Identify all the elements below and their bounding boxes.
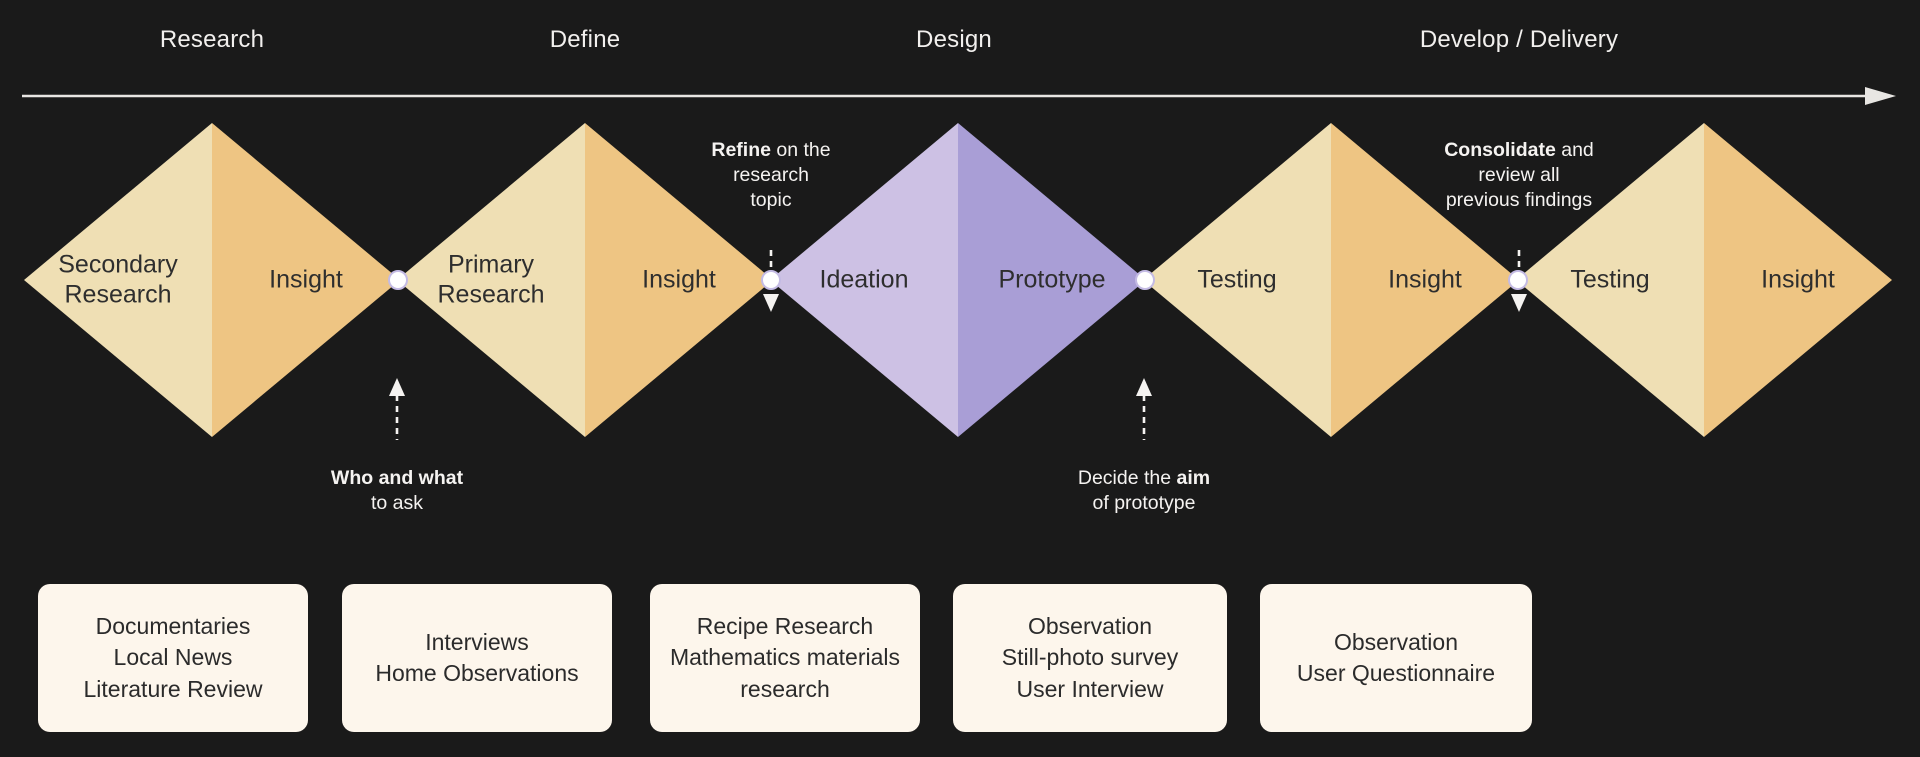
- method-card-text: Observation User Questionnaire: [1296, 628, 1496, 687]
- annotation-emphasis: aim: [1176, 467, 1211, 489]
- timeline-phase-label-research: Research: [159, 26, 265, 53]
- diamond-shape: [24, 123, 400, 437]
- timeline-phase-label-define: Define: [549, 26, 621, 53]
- annotation-line: topic: [711, 188, 830, 213]
- diamond-left-half: [770, 123, 958, 437]
- annotation-arrow-icon: [1136, 378, 1152, 440]
- diamond-shape: [1516, 123, 1892, 437]
- method-card-2[interactable]: Interviews Home Observations: [342, 584, 612, 732]
- annotation-arrow-icon: [389, 378, 405, 440]
- method-card-3[interactable]: Recipe Research Mathematics materials re…: [650, 584, 920, 732]
- connector-node-2: [761, 270, 781, 290]
- annotation-text: previous findings: [1445, 188, 1593, 211]
- annotation-line: Who and what: [331, 466, 463, 491]
- annotation-line: Decide the aim: [1078, 466, 1210, 491]
- timeline-phase-label-develop-delivery: Develop / Delivery: [1419, 26, 1619, 53]
- method-card-row: Documentaries Local News Literature Revi…: [0, 584, 1920, 732]
- annotation-text: to ask: [370, 491, 424, 514]
- connector-node-1: [388, 270, 408, 290]
- annotation-line: research: [711, 163, 830, 188]
- annotation-text: review all: [1478, 163, 1560, 186]
- annotation-text: and: [1555, 139, 1594, 161]
- annotation-text: topic: [750, 188, 792, 211]
- connector-node-4: [1508, 270, 1528, 290]
- diamond-right-half: [1331, 123, 1519, 437]
- diamond-right-half: [585, 123, 773, 437]
- method-card-text: Recipe Research Mathematics materials re…: [669, 612, 901, 702]
- diamond-left-half: [24, 123, 212, 437]
- diamond-left-half: [1516, 123, 1704, 437]
- diamond-shape: [1143, 123, 1519, 437]
- annotation-line: Refine on the: [711, 138, 830, 163]
- annotation-line: of prototype: [1078, 491, 1210, 516]
- diamond-right-half: [212, 123, 400, 437]
- annotation-emphasis: Who and what: [330, 467, 464, 489]
- annotation-line: to ask: [331, 491, 463, 516]
- diamond-shape: [397, 123, 773, 437]
- annotation-text: of prototype: [1092, 491, 1196, 514]
- annotation-line: review all: [1444, 163, 1594, 188]
- timeline-arrow-icon: [22, 87, 1896, 105]
- method-card-1[interactable]: Documentaries Local News Literature Revi…: [38, 584, 308, 732]
- annotation-text: on the: [770, 139, 831, 161]
- timeline-phase-labels: Research Define Design Develop / Delivery: [0, 0, 1920, 70]
- connector-node-3: [1135, 270, 1155, 290]
- method-card-text: Interviews Home Observations: [375, 628, 579, 687]
- diamond-right-half: [958, 123, 1146, 437]
- annotation-text: research: [733, 163, 809, 186]
- diamond-right-half: [1704, 123, 1892, 437]
- annotation-line: Consolidate and: [1444, 138, 1594, 163]
- method-card-text: Observation Still-photo survey User Inte…: [1001, 612, 1179, 702]
- annotation-line: previous findings: [1444, 188, 1594, 213]
- method-card-text: Documentaries Local News Literature Revi…: [83, 612, 263, 702]
- diamond-shape: [770, 123, 1146, 437]
- method-card-5[interactable]: Observation User Questionnaire: [1260, 584, 1532, 732]
- annotation-emphasis: Refine: [711, 139, 771, 161]
- diamond-left-half: [397, 123, 585, 437]
- method-card-4[interactable]: Observation Still-photo survey User Inte…: [953, 584, 1227, 732]
- annotation-text: Decide the: [1077, 467, 1177, 489]
- diamond-left-half: [1143, 123, 1331, 437]
- annotation-emphasis: Consolidate: [1444, 139, 1556, 161]
- timeline-phase-label-design: Design: [916, 26, 992, 53]
